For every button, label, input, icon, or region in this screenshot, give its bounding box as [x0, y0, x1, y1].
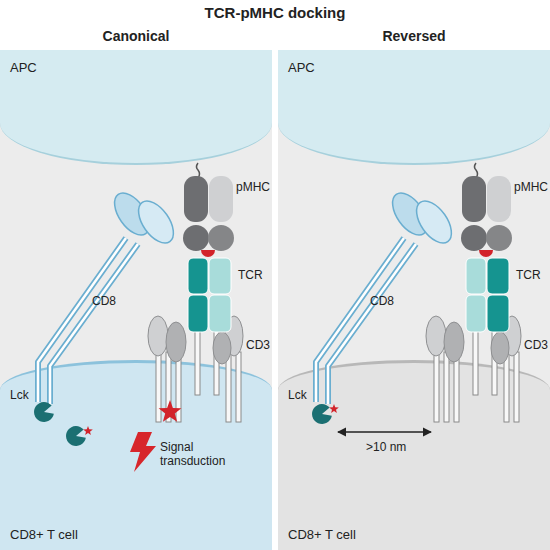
- tcr-domain: [209, 295, 231, 332]
- tcr-domain: [466, 258, 486, 294]
- molecule-label: CD8: [92, 294, 116, 308]
- mhc-domain: [209, 176, 233, 222]
- cell-label: APC: [10, 60, 37, 75]
- cd3-domain: [166, 322, 186, 362]
- apc-cell: APC: [0, 50, 272, 165]
- tcr-domain: [487, 258, 509, 294]
- molecule-label: Lck: [10, 388, 29, 402]
- distance-arrow: [338, 431, 431, 432]
- molecule-label: Lck: [288, 388, 307, 402]
- cell-label: APC: [288, 60, 315, 75]
- molecule-label: TCR: [238, 268, 263, 282]
- cell-label: CD8+ T cell: [288, 527, 356, 542]
- apc-cell: APC: [278, 50, 550, 165]
- tcr-domain: [188, 258, 208, 294]
- molecule-label: CD3: [524, 338, 548, 352]
- panel-heading: Canonical: [0, 28, 272, 44]
- cd3-domain: [148, 316, 168, 356]
- signal-label: Signal transduction: [160, 440, 245, 468]
- molecule-label: TCR: [516, 268, 541, 282]
- mhc-domain: [208, 225, 234, 251]
- molecule-label: CD8: [370, 294, 394, 308]
- molecule-label: CD3: [246, 338, 270, 352]
- diagram-title: TCR-pMHC docking: [0, 4, 550, 21]
- molecule-label: pMHC: [514, 180, 548, 194]
- panel-heading: Reversed: [278, 28, 550, 44]
- distance-label: >10 nm: [366, 440, 406, 454]
- tcr-tail: [195, 330, 200, 395]
- tcr-domain: [466, 295, 486, 332]
- mhc-domain: [184, 176, 208, 222]
- tcr-domain: [188, 295, 208, 332]
- cell-label: CD8+ T cell: [10, 527, 78, 542]
- tcr-domain: [487, 295, 509, 332]
- cd3-tail: [156, 352, 161, 422]
- cd3-tail: [236, 352, 241, 422]
- mhc-domain: [183, 225, 209, 251]
- molecule-label: pMHC: [236, 180, 270, 194]
- cd3-tail: [226, 352, 231, 422]
- tcr-domain: [209, 258, 231, 294]
- cd3-domain: [213, 332, 231, 364]
